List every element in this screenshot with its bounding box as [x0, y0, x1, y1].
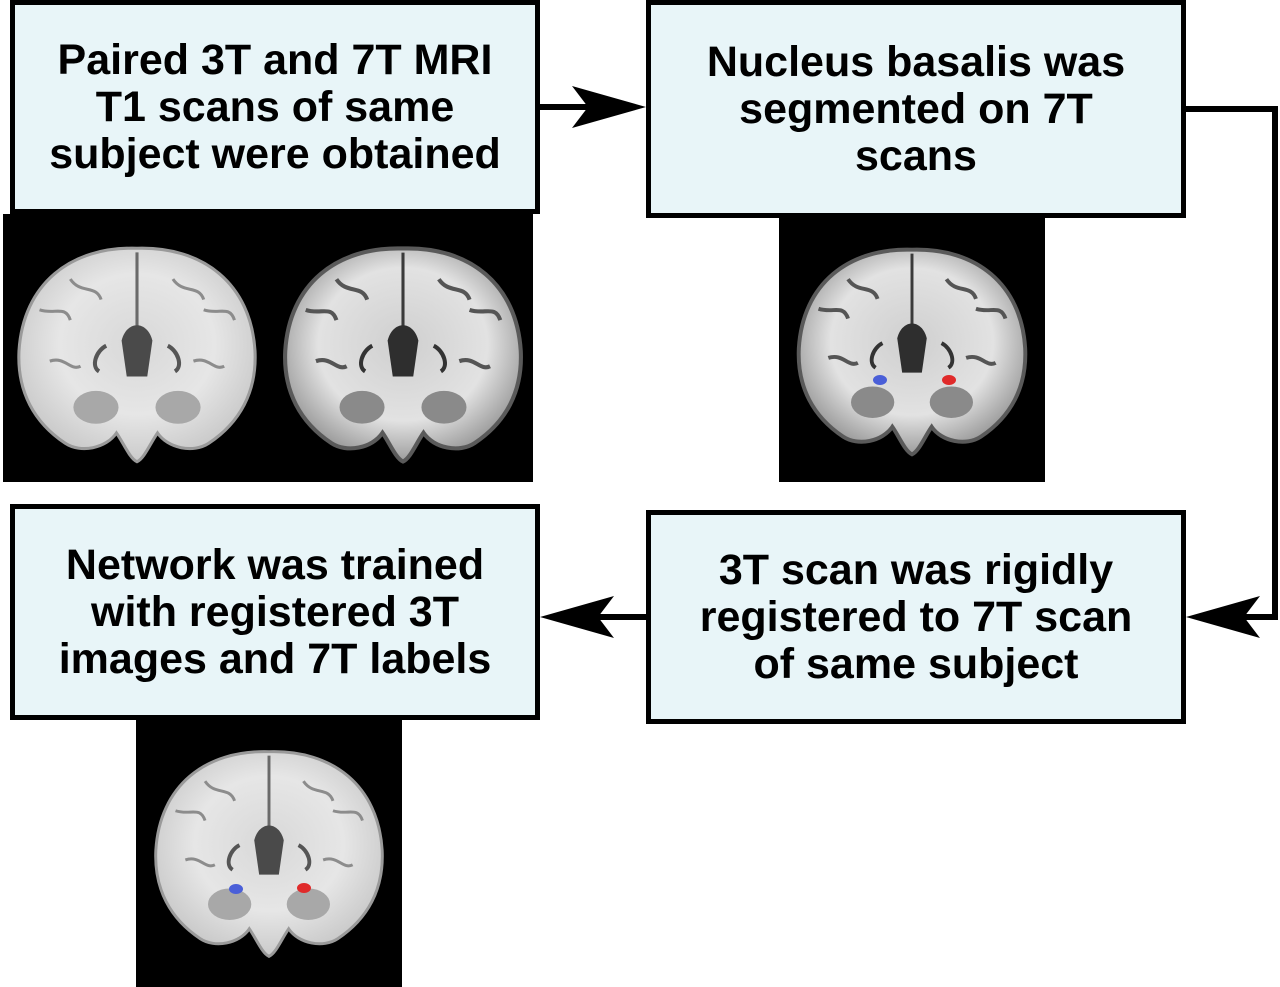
left-nucleus-label: [229, 884, 243, 894]
step-box-registration: 3T scan was rigidly registered to 7T sca…: [646, 510, 1186, 724]
arrow-step3-to-step4: [540, 596, 646, 638]
left-nucleus-label: [873, 375, 887, 385]
mri-training-image: [153, 749, 385, 959]
mri-training-panel: [136, 720, 402, 987]
mri-segmented-image: [796, 247, 1028, 457]
step-box-segmentation: Nucleus basalis was segmented on 7T scan…: [646, 0, 1186, 218]
step-text-paired-scans: Paired 3T and 7T MRI T1 scans of same su…: [49, 35, 501, 178]
step-box-paired-scans: Paired 3T and 7T MRI T1 scans of same su…: [10, 0, 540, 214]
step-text-segmentation: Nucleus basalis was segmented on 7T scan…: [706, 37, 1126, 180]
step-box-training: Network was trained with registered 3T i…: [10, 504, 540, 720]
arrow-step2-to-step3: [1186, 106, 1278, 638]
right-nucleus-label: [297, 883, 311, 893]
step-text-training: Network was trained with registered 3T i…: [58, 540, 492, 683]
step-text-registration: 3T scan was rigidly registered to 7T sca…: [699, 545, 1133, 688]
mri-segmented-panel: [779, 218, 1045, 482]
arrow-step1-to-step2: [540, 86, 646, 128]
right-nucleus-label: [942, 375, 956, 385]
mri-pair-panel: [3, 214, 533, 482]
